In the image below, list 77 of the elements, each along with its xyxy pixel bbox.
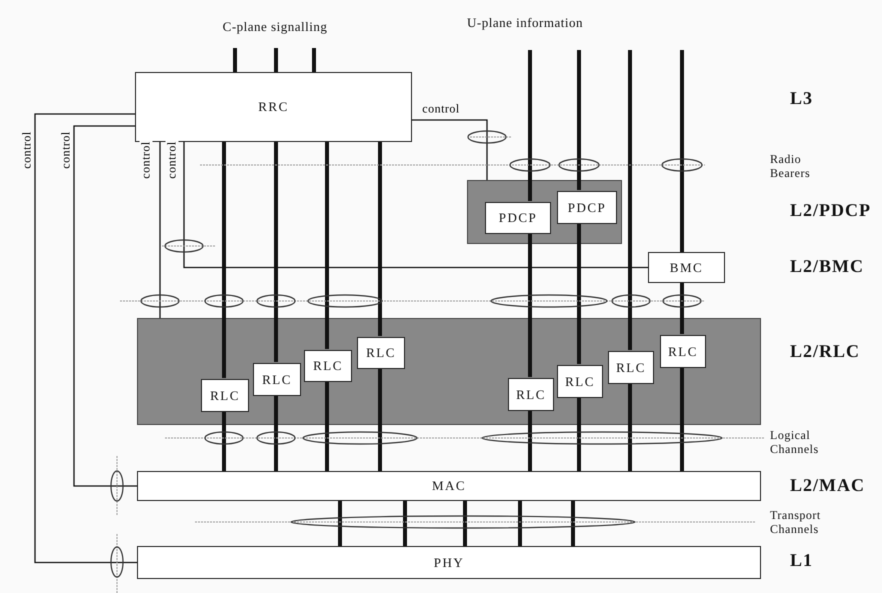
- box-label: RLC: [210, 388, 240, 404]
- box-label: BMC: [670, 260, 704, 276]
- protocol-box: [137, 546, 761, 579]
- protocol-box: [253, 363, 301, 396]
- protocol-box: [557, 191, 617, 224]
- caption-text: U-plane information: [466, 16, 584, 30]
- channel-line: [577, 397, 581, 471]
- channel-line: [274, 48, 278, 72]
- channel-line: [312, 48, 316, 72]
- channel-line: [463, 501, 467, 546]
- channel-line: [378, 368, 382, 471]
- channel-line: [233, 48, 237, 72]
- layer-label: L2/MAC: [790, 475, 865, 496]
- protocol-box: [660, 335, 706, 368]
- protocol-box: [508, 378, 554, 411]
- channel-line: [528, 233, 532, 377]
- protocol-box: [608, 351, 654, 384]
- protocol-box: [201, 379, 249, 412]
- protocol-box: [304, 350, 352, 382]
- channel-line: [518, 501, 522, 546]
- channel-line: [338, 501, 342, 546]
- box-label: PHY: [434, 554, 464, 570]
- edge-label: control: [166, 141, 178, 179]
- channel-line: [577, 223, 581, 364]
- layer-label: L2/RLC: [790, 341, 860, 362]
- layer-label: L1: [790, 550, 814, 571]
- channel-line: [680, 367, 684, 471]
- edge-label: control: [20, 131, 34, 169]
- edge-label: control: [140, 141, 152, 179]
- caption-text: Transport Channels: [770, 508, 822, 536]
- caption-text: C-plane signalling: [222, 20, 328, 34]
- channel-line: [628, 383, 632, 471]
- layer-label: L2/BMC: [790, 256, 864, 277]
- caption-text: Radio Bearers: [770, 152, 812, 180]
- control-line: [159, 142, 161, 318]
- channel-line: [222, 142, 226, 378]
- box-label: PDCP: [498, 210, 538, 226]
- channel-line: [274, 142, 278, 362]
- control-line: [183, 142, 648, 268]
- layer-panel: [467, 180, 622, 244]
- channel-line: [528, 410, 532, 471]
- channel-line: [680, 283, 684, 334]
- box-label: RLC: [366, 345, 396, 361]
- box-label: MAC: [432, 478, 466, 494]
- box-label: RLC: [565, 374, 595, 390]
- channel-line: [274, 395, 278, 471]
- control-line: [412, 119, 488, 180]
- layer-label: L2/PDCP: [790, 200, 871, 221]
- channel-line: [378, 142, 382, 336]
- layer-label: L3: [790, 88, 814, 109]
- box-label: PDCP: [568, 200, 606, 216]
- edge-label: control: [60, 131, 72, 169]
- protocol-box: [557, 365, 603, 398]
- protocol-box: [357, 337, 405, 369]
- control-line: [73, 125, 137, 487]
- box-label: RLC: [262, 372, 292, 388]
- caption-text: Logical Channels: [770, 428, 820, 456]
- channel-line: [571, 501, 575, 546]
- channel-line: [528, 50, 532, 201]
- box-label: RLC: [516, 386, 546, 402]
- layer-panel: [137, 318, 761, 425]
- control-line: [34, 113, 137, 564]
- box-label: RRC: [258, 99, 289, 115]
- protocol-box: [135, 72, 412, 142]
- edge-label: control: [422, 102, 460, 116]
- channel-line: [680, 50, 684, 252]
- channel-line: [628, 50, 632, 350]
- channel-line: [325, 381, 329, 471]
- channel-line: [325, 142, 329, 349]
- protocol-box: [137, 471, 761, 501]
- box-label: RLC: [313, 358, 343, 374]
- channel-line: [403, 501, 407, 546]
- box-label: RLC: [616, 360, 646, 376]
- protocol-box: [485, 202, 551, 234]
- protocol-box: [648, 252, 725, 283]
- channel-line: [577, 50, 581, 190]
- box-label: RLC: [668, 344, 698, 360]
